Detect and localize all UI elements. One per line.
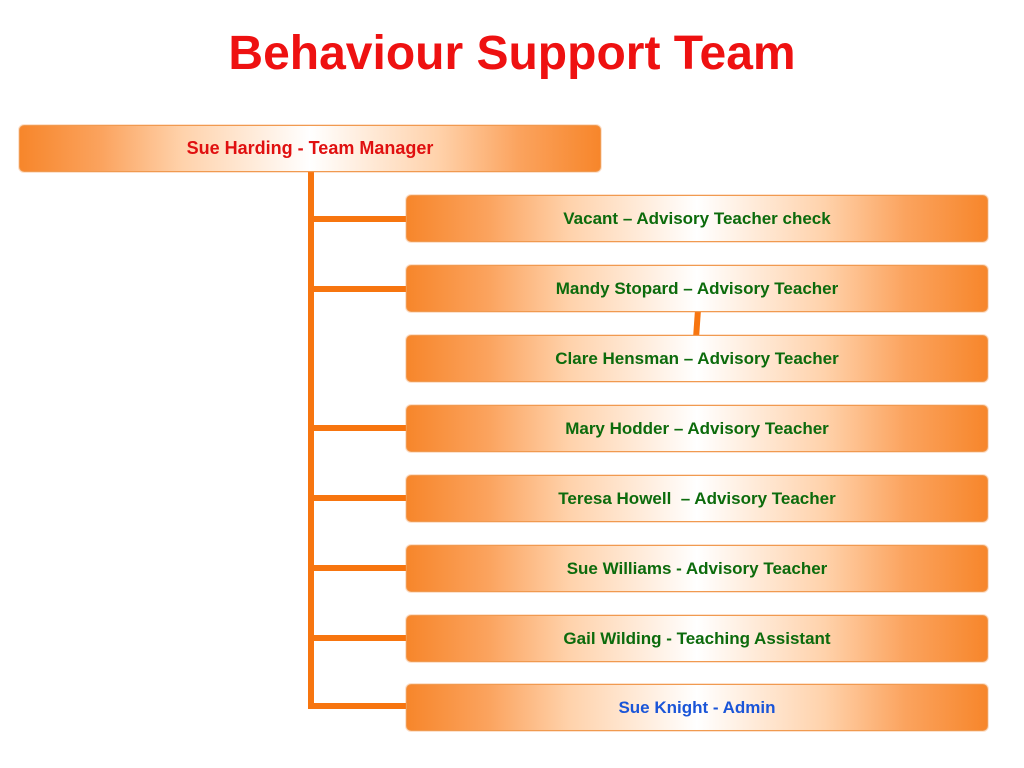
member-box-teresa-howell: Teresa Howell – Advisory Teacher xyxy=(406,475,988,522)
connector-branch-8 xyxy=(308,703,407,709)
member-box-clare-hensman: Clare Hensman – Advisory Teacher xyxy=(406,335,988,382)
member-box-sue-knight: Sue Knight - Admin xyxy=(406,684,988,731)
member-label: Mary Hodder – Advisory Teacher xyxy=(565,418,829,438)
member-label: Teresa Howell – Advisory Teacher xyxy=(558,488,836,508)
member-box-mary-hodder: Mary Hodder – Advisory Teacher xyxy=(406,405,988,452)
member-box-vacant: Vacant – Advisory Teacher check xyxy=(406,195,988,242)
connector-branch-6 xyxy=(308,565,407,571)
connector-trunk xyxy=(308,172,314,709)
connector-branch-4 xyxy=(308,425,407,431)
connector-branch-2 xyxy=(308,286,407,292)
manager-label: Sue Harding - Team Manager xyxy=(186,138,434,158)
member-label: Clare Hensman – Advisory Teacher xyxy=(555,348,839,368)
member-label: Sue Williams - Advisory Teacher xyxy=(566,558,828,578)
member-label: Mandy Stopard – Advisory Teacher xyxy=(555,278,839,298)
member-box-sue-williams: Sue Williams - Advisory Teacher xyxy=(406,545,988,592)
connector-branch-1 xyxy=(308,216,407,222)
connector-branch-7 xyxy=(308,635,407,641)
member-label: Gail Wilding - Teaching Assistant xyxy=(563,628,831,648)
member-box-mandy-stopard: Mandy Stopard – Advisory Teacher xyxy=(406,265,988,312)
manager-box: Sue Harding - Team Manager xyxy=(19,125,601,172)
member-label: Sue Knight - Admin xyxy=(618,697,776,717)
connector-mandy-to-clare xyxy=(693,312,701,336)
page-title: Behaviour Support Team xyxy=(228,27,796,80)
member-label: Vacant – Advisory Teacher check xyxy=(563,208,831,228)
member-box-gail-wilding: Gail Wilding - Teaching Assistant xyxy=(406,615,988,662)
connector-branch-5 xyxy=(308,495,407,501)
